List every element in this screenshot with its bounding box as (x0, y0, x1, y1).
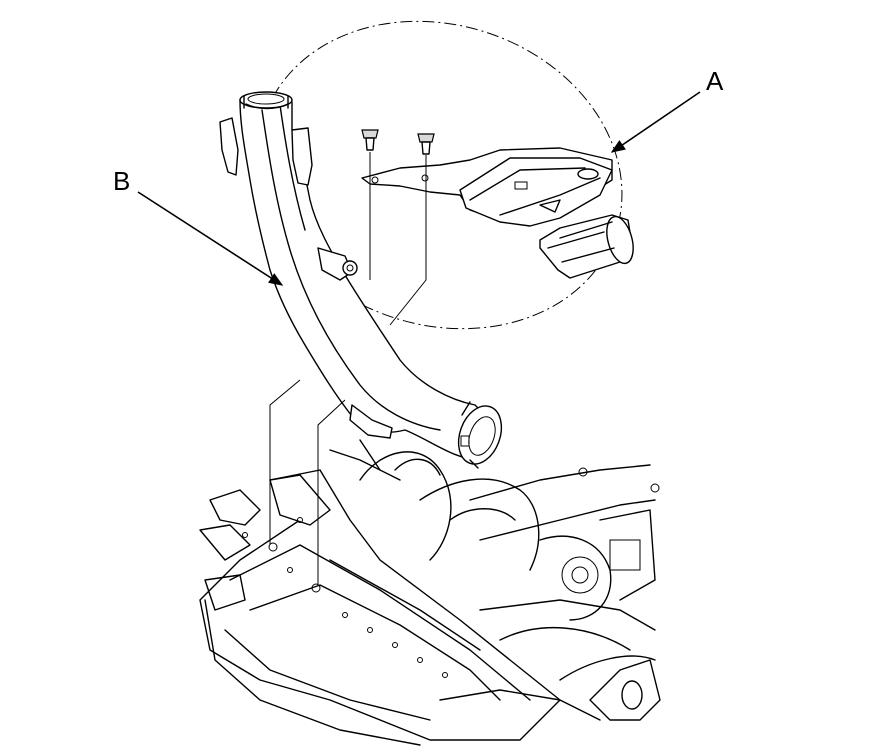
air-intake-tube (219, 91, 503, 469)
install-guide-line-1 (269, 379, 301, 545)
rubber-seal (539, 214, 634, 279)
callout-arrow-a (610, 91, 701, 153)
clip-1 (361, 129, 379, 151)
mount-holes (242, 517, 448, 678)
intake-duct (361, 147, 613, 227)
callout-label-b: B (113, 166, 131, 196)
radiator-support (199, 469, 561, 746)
engine-block (329, 439, 661, 721)
callout-label-a: A (706, 66, 724, 96)
clip-2 (417, 133, 435, 155)
callout-arrow-b (137, 191, 284, 286)
clip-guide-line-2 (389, 155, 427, 326)
install-guide-line-2 (317, 399, 346, 585)
